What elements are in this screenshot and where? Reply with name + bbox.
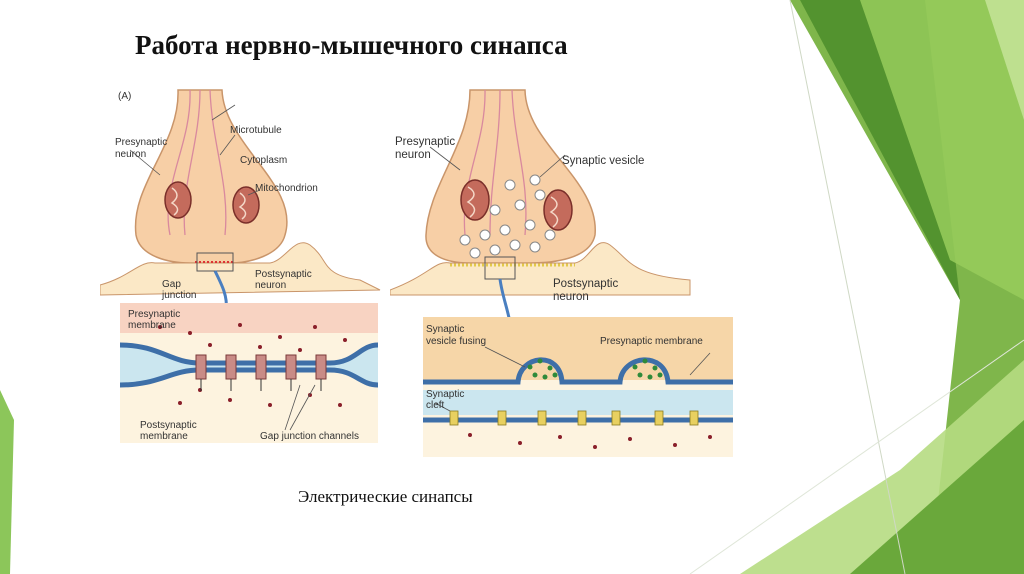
label-postsynaptic-neuron-b-2: neuron — [553, 291, 589, 303]
label-gap-junction-2: junction — [161, 290, 196, 301]
label-presynaptic-neuron-b-1: Presynaptic — [395, 136, 455, 148]
label-synaptic-vesicle: Synaptic vesicle — [562, 155, 644, 167]
label-postsynaptic-neuron-b-1: Postsynaptic — [553, 278, 618, 290]
label-presynaptic-neuron-a-2: neuron — [115, 149, 146, 160]
slide-caption: Электрические синапсы — [298, 487, 473, 506]
panel-letter-a: (A) — [118, 91, 131, 102]
diagram-chemical-synapse: Presynaptic neuron Synaptic vesicle Post… — [390, 89, 733, 457]
label-vesicle-fusing-1: Synaptic — [426, 324, 464, 335]
label-presynaptic-membrane-a-2: membrane — [128, 320, 176, 331]
label-microtubule: Microtubule — [230, 125, 282, 136]
label-cytoplasm: Cytoplasm — [240, 155, 287, 166]
label-mitochondrion: Mitochondrion — [255, 183, 318, 194]
label-presynaptic-membrane-a-1: Presynaptic — [128, 309, 180, 320]
slide-title: Работа нервно-мышечного синапса — [135, 30, 568, 60]
label-gap-junction-1: Gap — [162, 279, 181, 290]
diagram-gap-junction: (A) Presynaptic neuron Microtubule Cytop… — [100, 89, 381, 443]
label-vesicle-fusing-2: vesicle fusing — [426, 336, 486, 347]
label-synaptic-cleft-2: cleft — [426, 400, 445, 411]
label-postsynaptic-neuron-a-1: Postsynaptic — [255, 269, 312, 280]
label-postsynaptic-membrane-a-2: membrane — [140, 431, 188, 442]
label-synaptic-cleft-1: Synaptic — [426, 389, 464, 400]
label-postsynaptic-membrane-a-1: Postsynaptic — [140, 420, 197, 431]
label-presynaptic-neuron-a-1: Presynaptic — [115, 137, 167, 148]
label-presynaptic-membrane-b: Presynaptic membrane — [600, 336, 703, 347]
label-postsynaptic-neuron-a-2: neuron — [255, 280, 286, 291]
label-gap-junction-channels: Gap junction channels — [260, 431, 359, 442]
label-presynaptic-neuron-b-2: neuron — [395, 149, 431, 161]
